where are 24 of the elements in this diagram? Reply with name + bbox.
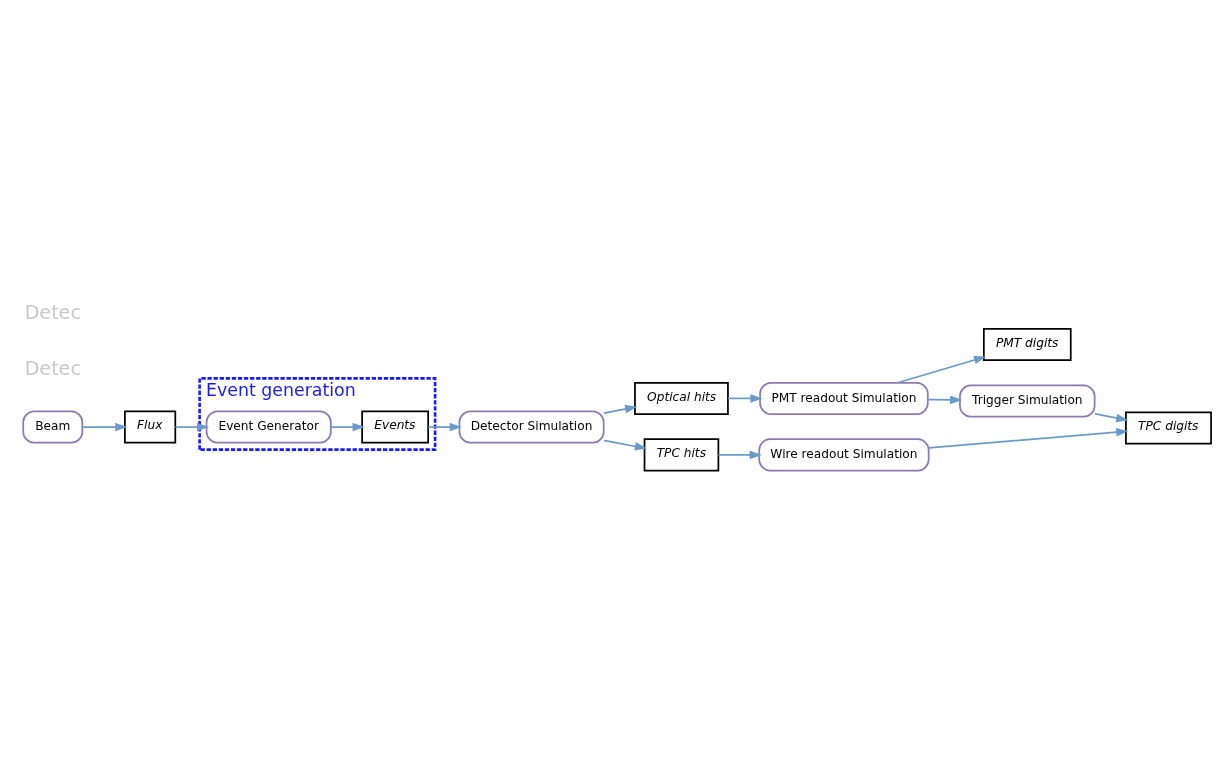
node-box: TPC hits	[643, 437, 720, 471]
arrow	[81, 422, 128, 431]
arrow	[427, 422, 462, 431]
node-box: Optical hits	[634, 381, 729, 415]
node-box: Detector Simulation	[458, 410, 605, 444]
arrow	[330, 422, 365, 431]
arrow	[927, 395, 963, 404]
node-box: Events	[361, 410, 430, 444]
arrow	[896, 355, 987, 384]
arrow	[174, 422, 210, 431]
node-box: PMT readout Simulation	[759, 381, 929, 415]
arrow	[603, 404, 638, 414]
node-box: TPC digits	[1125, 410, 1212, 444]
arrow	[717, 450, 762, 459]
node-box: Event Generator	[205, 410, 332, 444]
arrow	[1094, 412, 1129, 422]
arrow	[727, 393, 763, 403]
arrow	[927, 427, 1129, 449]
node-box: PMT digits	[982, 327, 1072, 361]
node-box: Wire readout Simulation	[758, 437, 930, 471]
arrow	[603, 439, 647, 451]
node-box: Flux	[124, 410, 177, 444]
node-box: Beam	[22, 410, 84, 444]
node-box: Trigger Simulation	[959, 384, 1096, 417]
